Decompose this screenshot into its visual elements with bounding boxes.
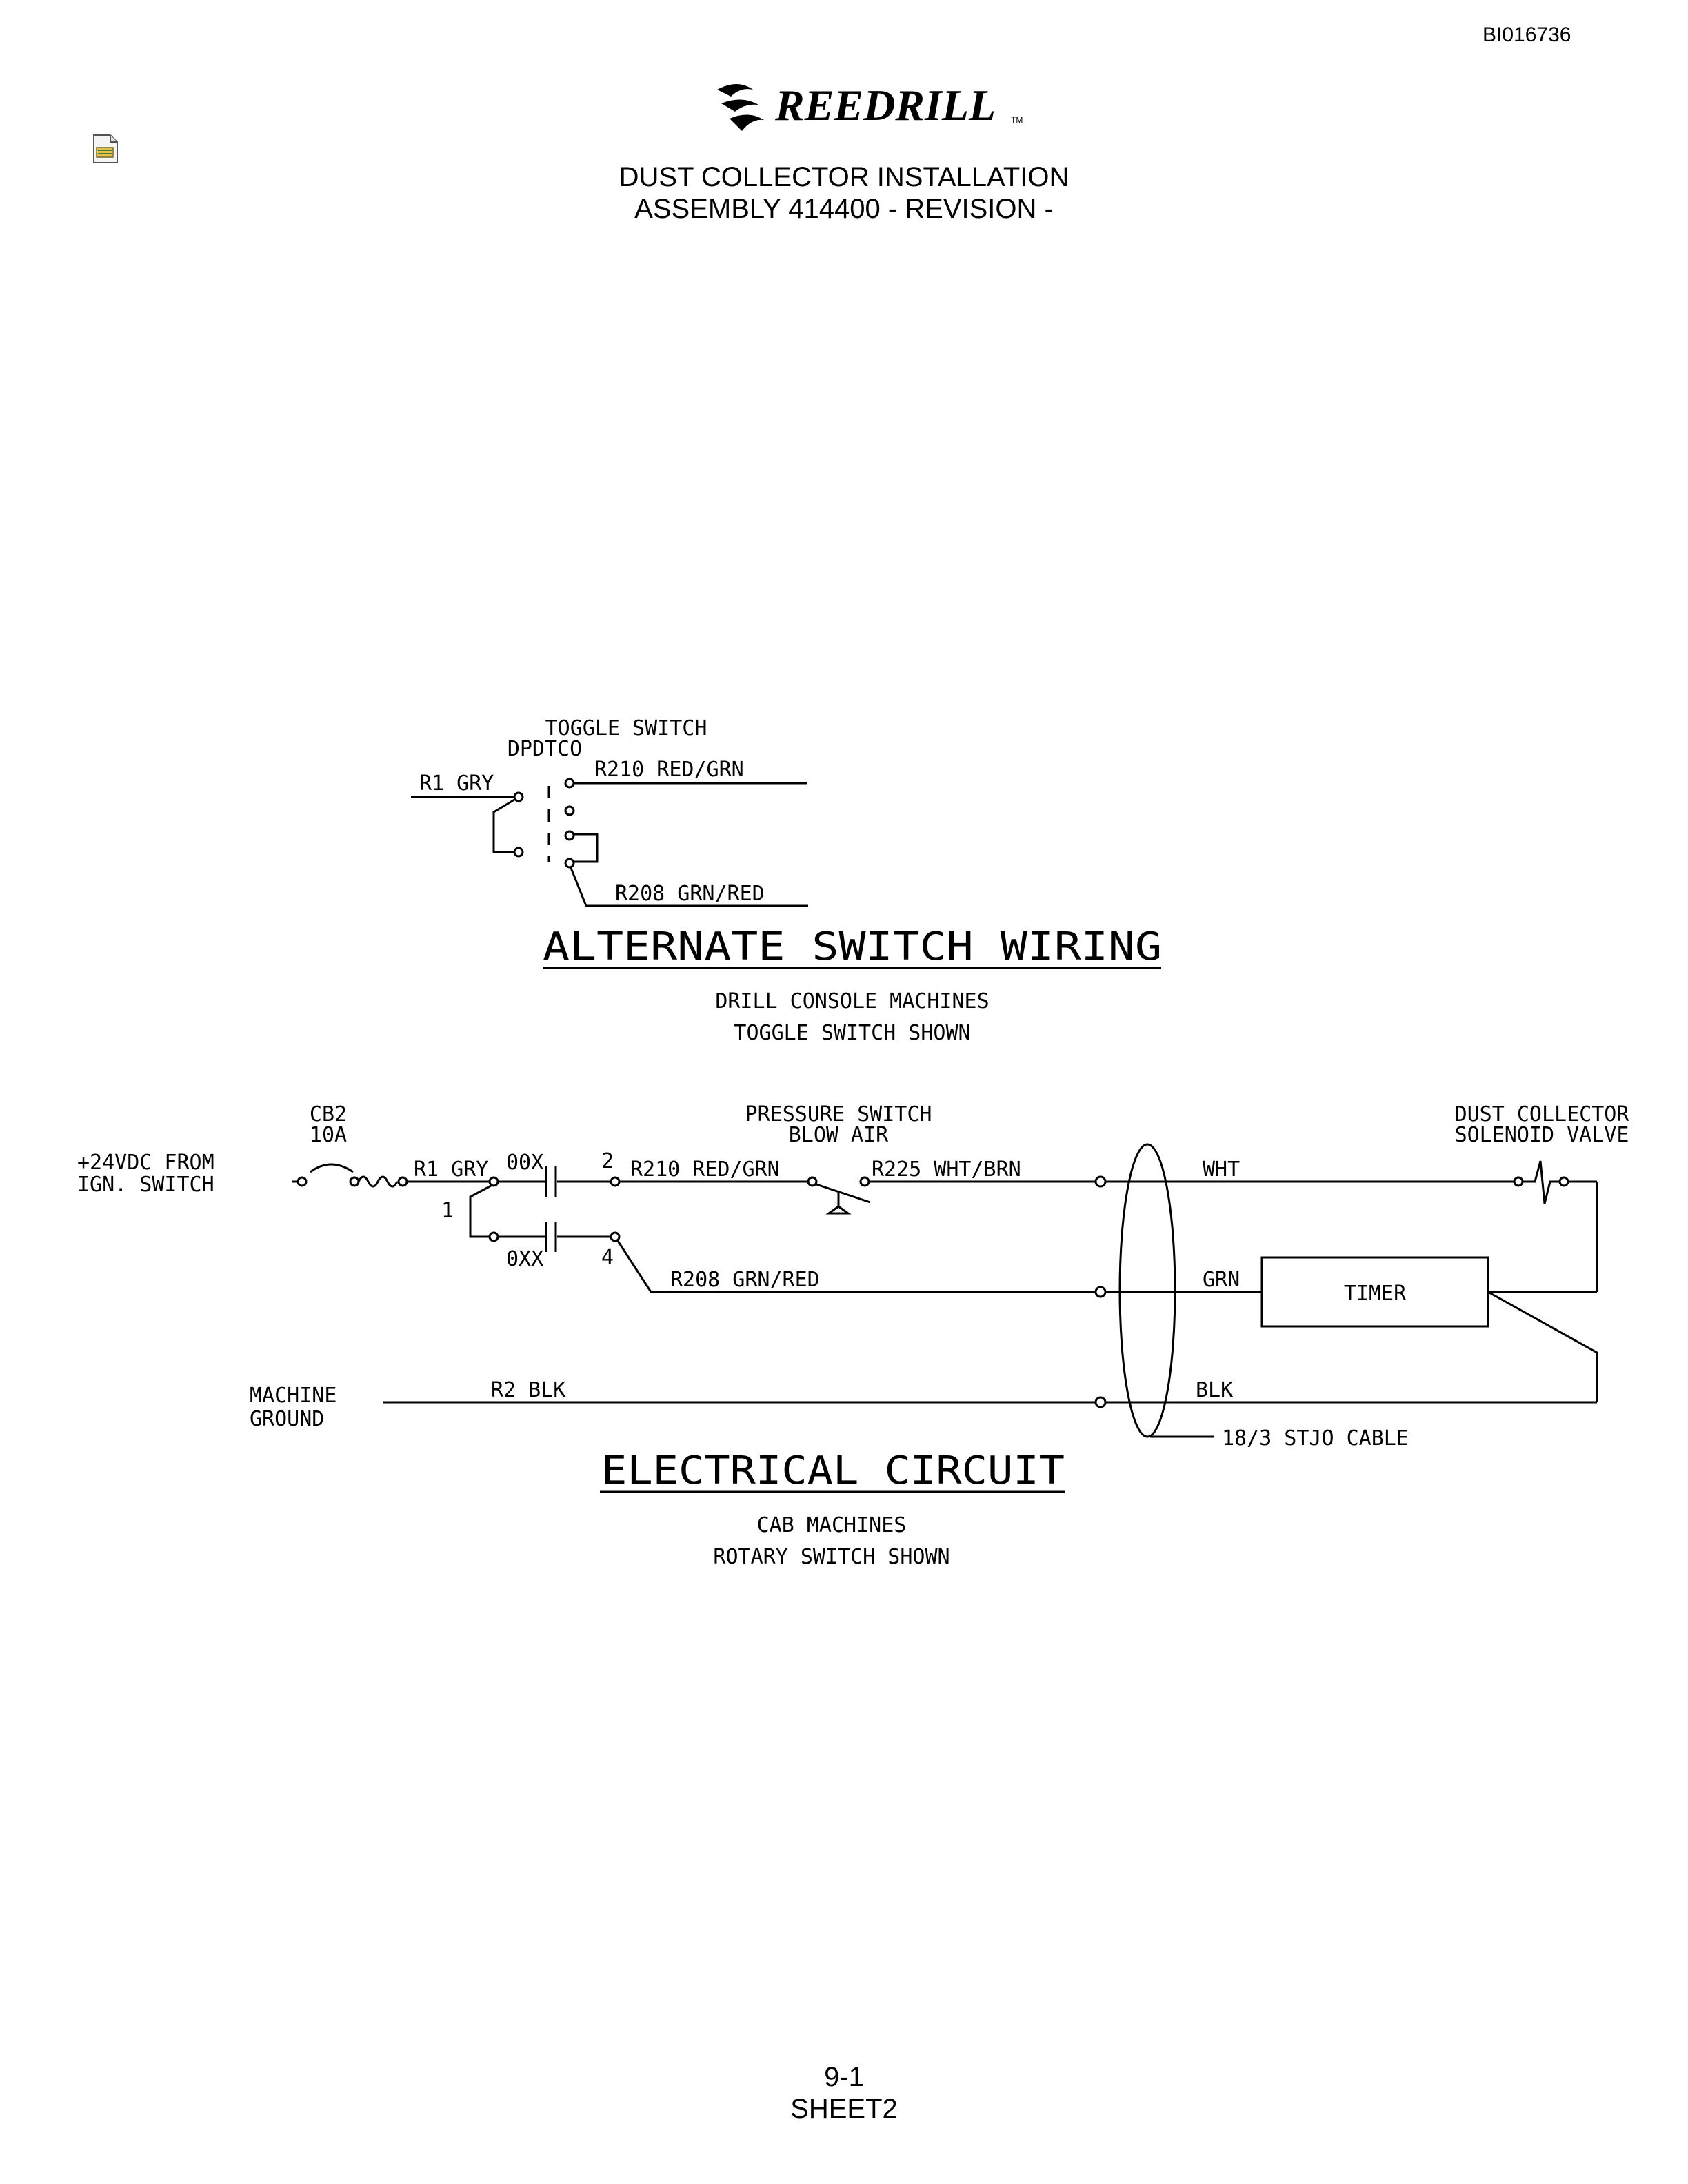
timer-label: TIMER	[1344, 1282, 1407, 1306]
logo-wordmark: REEDRILL	[774, 81, 996, 130]
wire-label-r225-wht-brn: R225 WHT/BRN	[872, 1157, 1021, 1182]
wire-label-r208-grn-red: R208 GRN/RED	[670, 1268, 820, 1292]
terminal-label-4: 4	[601, 1246, 614, 1270]
electrical-circuit: CB2 10A +24VDC FROM IGN. SWITCH R1 GRY 0…	[77, 1102, 1629, 1569]
toggle-switch-label: TOGGLE SWITCH	[545, 716, 707, 740]
pressure-switch-actuator-foot	[825, 1205, 852, 1215]
wire-label-r1-gry: R1 GRY	[414, 1157, 488, 1182]
toggle-terminal	[564, 805, 575, 816]
alternate-switch-wiring: TOGGLE SWITCH DPDTCO R1 GRY R210 RED/GRN…	[411, 716, 1162, 1045]
toggle-switch-type: DPDTCO	[508, 737, 582, 761]
breaker-rating: 10A	[310, 1123, 347, 1147]
ground-label-1: MACHINE	[250, 1384, 336, 1408]
title-line-2: ASSEMBLY 414400 - REVISION -	[634, 194, 1054, 224]
solenoid-valve-label-2: SOLENOID VALVE	[1455, 1123, 1629, 1147]
rotary-switch-terminal	[488, 1231, 499, 1242]
breaker-thermal-element	[357, 1175, 399, 1188]
sheet-label: SHEET2	[790, 2094, 898, 2124]
source-label-1: +24VDC FROM	[77, 1151, 214, 1175]
breaker-terminal	[397, 1176, 408, 1187]
wire-label-r208-grn-red: R208 GRN/RED	[615, 882, 765, 906]
circuit-heading: ELECTRICAL CIRCUIT	[601, 1448, 1065, 1493]
breaker-terminal	[297, 1176, 308, 1187]
solenoid-valve-label-1: DUST COLLECTOR	[1455, 1102, 1630, 1126]
solenoid-coil	[1523, 1160, 1560, 1204]
toggle-terminal	[513, 791, 524, 802]
ground-label-2: GROUND	[250, 1407, 324, 1431]
wire-r208-grn-red	[568, 864, 808, 907]
logo-swirl-icon	[717, 84, 764, 131]
contact-label-bottom: 0XX	[506, 1247, 543, 1271]
toggle-terminal	[564, 778, 575, 789]
circuit-subtitle-1: CAB MACHINES	[757, 1513, 907, 1537]
title-line-1: DUST COLLECTOR INSTALLATION	[619, 162, 1069, 192]
wire-label-r210-red-grn: R210 RED/GRN	[630, 1157, 780, 1182]
toggle-terminal	[513, 847, 524, 858]
wire-r208-grn-red	[616, 1240, 1096, 1293]
rotary-switch-terminal	[488, 1176, 499, 1187]
rotary-switch-terminal	[610, 1176, 621, 1187]
cable-bundle	[1118, 1143, 1176, 1438]
wire-timer-to-blk	[1487, 1291, 1598, 1402]
reedrill-logo: REEDRILL TM	[717, 81, 1023, 131]
terminal-label-2: 2	[601, 1149, 614, 1173]
wire-label-r2-blk: R2 BLK	[491, 1378, 565, 1402]
title-block: DUST COLLECTOR INSTALLATION ASSEMBLY 414…	[0, 161, 1688, 225]
wire-rotary-jumper	[469, 1184, 492, 1238]
pressure-switch-label-2: BLOW AIR	[789, 1123, 889, 1147]
solenoid-terminal	[1558, 1176, 1569, 1187]
toggle-terminal	[564, 858, 575, 869]
wire-label-wht: WHT	[1203, 1157, 1240, 1182]
source-label-2: IGN. SWITCH	[77, 1173, 214, 1197]
document-id: BI016736	[1483, 23, 1571, 46]
alternate-heading: ALTERNATE SWITCH WIRING	[543, 924, 1162, 969]
cable-connector-grn	[1094, 1286, 1107, 1298]
cable-connector-wht	[1094, 1175, 1107, 1188]
pressure-switch-terminal	[807, 1176, 818, 1187]
wire-r1-jumper	[492, 798, 515, 853]
circuit-subtitle-2: ROTARY SWITCH SHOWN	[713, 1545, 950, 1569]
breaker-contact	[310, 1163, 354, 1173]
wire-label-grn: GRN	[1203, 1268, 1240, 1292]
wire-label-r1-gry: R1 GRY	[419, 771, 494, 796]
cable-label: 18/3 STJO CABLE	[1222, 1426, 1409, 1450]
wire-label-r210-red-grn: R210 RED/GRN	[594, 758, 744, 782]
alternate-subtitle-1: DRILL CONSOLE MACHINES	[715, 989, 989, 1013]
cable-connector-blk	[1094, 1396, 1107, 1408]
toggle-terminal	[564, 830, 575, 841]
rotary-switch-terminal	[610, 1231, 621, 1242]
wire-label-blk: BLK	[1196, 1378, 1233, 1402]
solenoid-terminal	[1513, 1176, 1524, 1187]
pressure-switch-terminal	[859, 1176, 870, 1187]
alternate-subtitle-2: TOGGLE SWITCH SHOWN	[734, 1021, 970, 1045]
page-number: 9-1	[824, 2062, 864, 2092]
breaker-terminal	[349, 1176, 360, 1187]
wire-jumper-right	[570, 833, 599, 863]
breaker-label: CB2	[310, 1102, 347, 1126]
contact-label-top: 00X	[506, 1151, 543, 1175]
footer: 9-1 SHEET2	[0, 2061, 1688, 2125]
terminal-label-1: 1	[441, 1199, 454, 1223]
logo-trademark: TM	[1011, 115, 1023, 125]
pressure-switch-label-1: PRESSURE SWITCH	[745, 1102, 932, 1126]
pressure-switch-blade	[816, 1183, 871, 1204]
document-icon	[93, 134, 118, 163]
